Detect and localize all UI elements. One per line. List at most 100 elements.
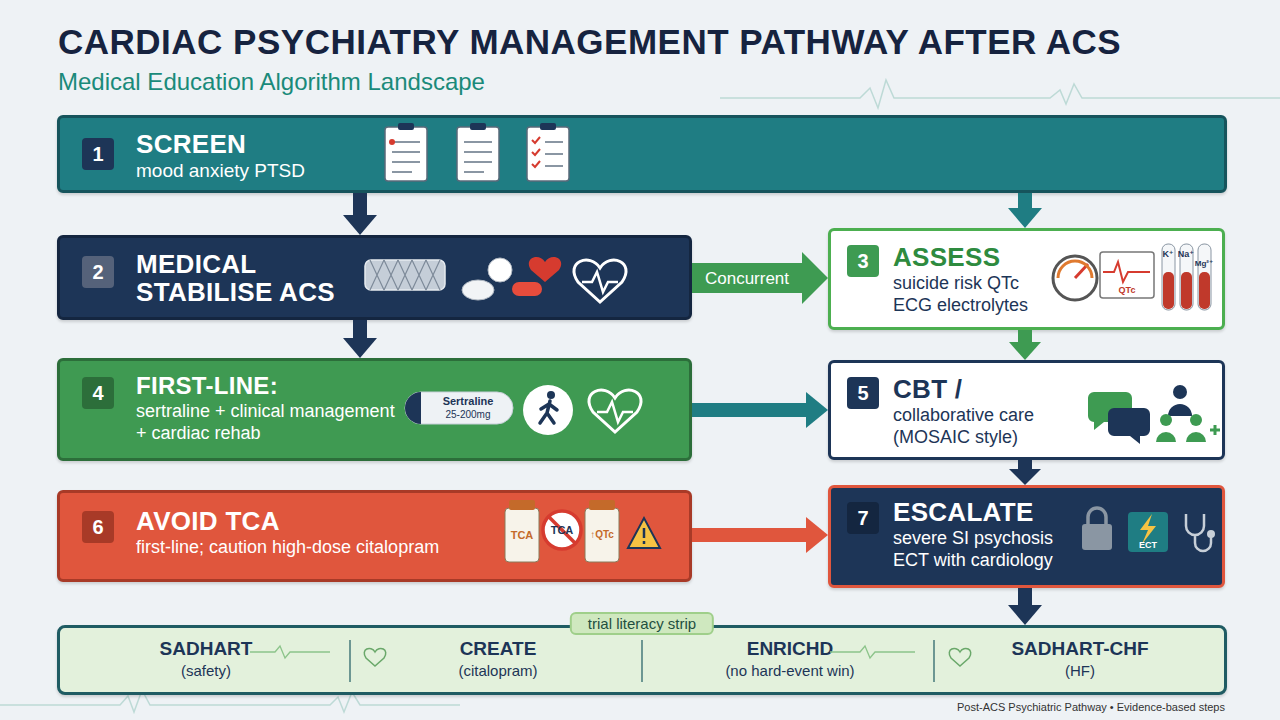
step-box: 3 ASSESSsuicide risk QTc ECG electrolytes xyxy=(828,228,1225,330)
person-icon xyxy=(1156,432,1176,442)
step-body: mood anxiety PTSD xyxy=(136,160,436,183)
flow-arrow xyxy=(692,403,806,417)
step-body: suicide risk QTc ECG electrolytes xyxy=(893,273,1063,316)
pill-icon xyxy=(462,280,494,300)
pill-icon xyxy=(488,258,512,282)
stent-icon xyxy=(365,260,445,290)
step-heading: ESCALATE xyxy=(893,498,1078,526)
step-body: severe SI psychosis ECT with cardiology xyxy=(893,528,1078,571)
stethoscope-icon xyxy=(1186,514,1211,551)
sertraline-pill xyxy=(405,392,513,424)
cell-divider xyxy=(350,640,934,682)
lock-icon xyxy=(1088,508,1106,524)
ecg-trace xyxy=(1103,262,1150,282)
trial-cell: SADHART(safety) xyxy=(60,634,352,690)
plus-sign xyxy=(1210,425,1220,435)
lock-icon xyxy=(1082,524,1112,550)
stent-icon xyxy=(365,260,445,290)
person-icon xyxy=(1173,385,1187,399)
gauge-icon xyxy=(1053,256,1097,300)
test-tube xyxy=(1162,244,1175,310)
step-number: 7 xyxy=(847,502,879,534)
step-heading: CBT / xyxy=(893,375,1063,403)
heart-icon xyxy=(589,390,641,432)
heart-outline xyxy=(949,648,971,666)
step-number: 6 xyxy=(82,511,114,543)
person-icon xyxy=(1186,432,1206,442)
trial-name: ENRICHD xyxy=(644,638,936,660)
qtc-bottle xyxy=(585,508,619,562)
check-mark xyxy=(532,137,540,167)
flow-arrow xyxy=(1018,460,1032,469)
clipboard-icon xyxy=(464,142,492,172)
gauge-scale xyxy=(1058,261,1092,278)
lightning-bolt xyxy=(1140,514,1156,544)
walker-icon xyxy=(547,391,555,399)
flow-arrow xyxy=(1018,588,1032,605)
pill-icon xyxy=(512,282,542,296)
flow-arrow xyxy=(692,528,806,542)
warning-triangle xyxy=(643,528,646,544)
trial-note: (citalopram) xyxy=(352,662,644,679)
speech-bubble xyxy=(1108,408,1150,444)
heart-outline xyxy=(364,648,386,666)
clipboard-icon xyxy=(392,142,420,172)
no-sign xyxy=(543,511,581,549)
flow-arrow xyxy=(692,263,802,293)
gauge-needle xyxy=(1075,264,1088,278)
step-heading: FIRST-LINE: xyxy=(136,373,396,399)
clipboard-icon xyxy=(389,139,395,145)
edge-label: Concurrent xyxy=(705,270,789,287)
trial-strip: trial literacy stripSADHART(safety)CREAT… xyxy=(57,625,1227,695)
step-body: sertraline + clinical management + cardi… xyxy=(136,401,396,444)
test-tube xyxy=(1163,272,1174,309)
test-tube xyxy=(1181,272,1192,309)
clipboard-icon xyxy=(527,127,569,181)
trial-note: (safety) xyxy=(60,662,352,679)
ecg-trace xyxy=(720,80,1280,108)
flow-arrow xyxy=(353,320,367,338)
flow-arrow xyxy=(353,193,367,215)
ecg-trace xyxy=(830,646,915,658)
speech-bubble xyxy=(1088,392,1132,430)
heart-icon xyxy=(574,260,626,302)
person-icon xyxy=(1160,414,1172,426)
step-body: collaborative care (MOSAIC style) xyxy=(893,405,1063,448)
flow-arrow xyxy=(1018,330,1032,342)
trial-cell: SADHART-CHF(HF) xyxy=(936,634,1224,690)
test-tube xyxy=(1199,272,1210,309)
step-number: 3 xyxy=(847,245,879,277)
trial-cell: ENRICHD (no hard-event win) xyxy=(644,634,936,690)
flow-arrow xyxy=(1018,193,1032,208)
clipboard-icon xyxy=(385,127,427,181)
step-heading: ASSESS xyxy=(893,243,1063,271)
test-tube xyxy=(1162,244,1211,310)
stethoscope-icon xyxy=(1207,530,1215,538)
step-box: 6AVOID TCAfirst-line; caution high-dose … xyxy=(57,490,692,582)
walker-icon xyxy=(540,401,557,423)
person-icon xyxy=(1168,404,1192,416)
ecg-screen xyxy=(1100,252,1154,298)
step-box: 7 ESCALATEsevere SI psychosis ECT with ca… xyxy=(828,485,1225,588)
trial-note: (HF) xyxy=(936,662,1224,679)
step-number: 1 xyxy=(82,138,114,170)
test-tube xyxy=(1198,244,1211,310)
clipboard-icon xyxy=(398,123,414,130)
tca-bottle xyxy=(505,508,539,562)
step-number: 5 xyxy=(847,377,879,409)
person-icon xyxy=(1190,414,1202,426)
step-number: 4 xyxy=(82,377,114,409)
step-body: first-line; caution high-dose citalopram xyxy=(136,537,556,559)
qtc-bottle xyxy=(589,500,615,510)
step-box: 2MEDICAL STABILISE ACS xyxy=(57,235,692,320)
heart-pill-icon xyxy=(529,257,561,282)
trial-name: CREATE xyxy=(352,638,644,660)
warning-triangle xyxy=(628,518,660,548)
clipboard-icon xyxy=(540,123,556,130)
clipboard-icon xyxy=(470,123,486,130)
trial-note: (no hard-event win) xyxy=(644,662,936,679)
sertraline-pill xyxy=(405,392,421,424)
step-heading: SCREEN xyxy=(136,130,436,158)
caption: Post-ACS Psychiatric Pathway • Evidence-… xyxy=(880,702,1225,713)
